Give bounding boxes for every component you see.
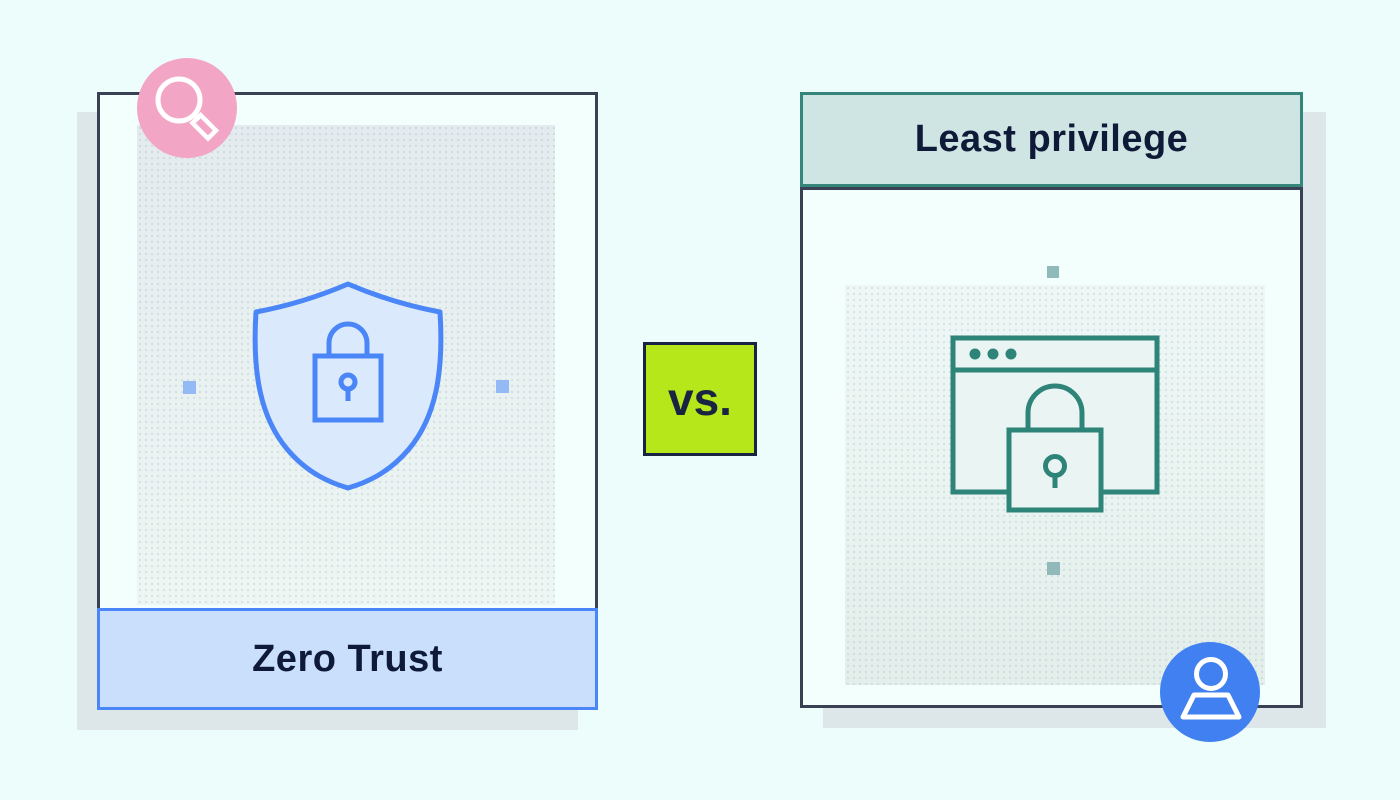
decor-square-blue-left: [183, 381, 196, 394]
shield-lock-icon: [252, 281, 444, 491]
vs-label: vs.: [668, 373, 732, 425]
decor-square-teal-bottom: [1047, 562, 1060, 575]
person-badge: [1160, 642, 1260, 742]
decor-square-teal-top: [1047, 266, 1059, 278]
magnifier-badge: [137, 58, 237, 158]
zero-trust-label-band: Zero Trust: [97, 608, 598, 710]
browser-lock-icon: [950, 335, 1160, 513]
least-privilege-header: Least privilege: [800, 92, 1303, 187]
magnifier-icon: [155, 76, 220, 142]
least-privilege-label: Least privilege: [914, 118, 1189, 160]
vs-badge: vs.: [643, 342, 757, 456]
person-icon: [1180, 657, 1242, 720]
decor-square-blue-right: [496, 380, 509, 393]
zero-trust-label: Zero Trust: [252, 637, 443, 680]
